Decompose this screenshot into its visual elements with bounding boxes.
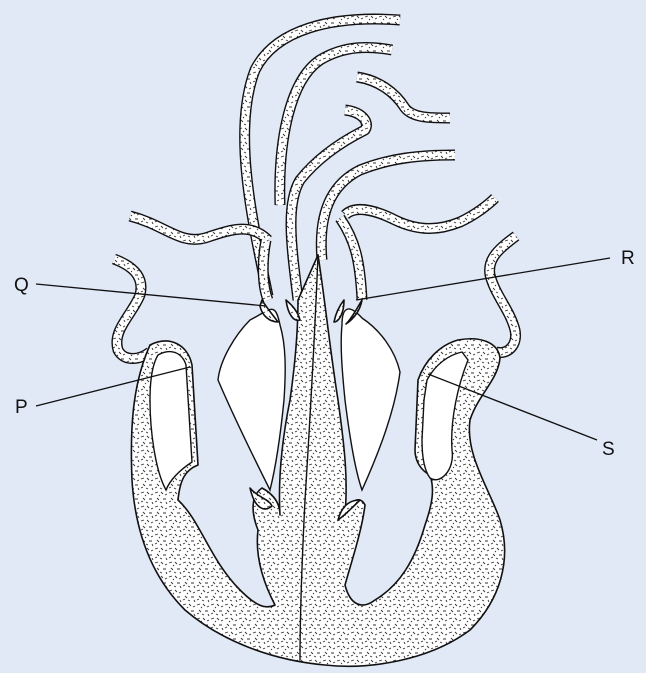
leader-q bbox=[36, 284, 266, 306]
label-s: S bbox=[602, 439, 615, 460]
label-q: Q bbox=[14, 275, 29, 296]
left-ventricle bbox=[218, 309, 285, 490]
leader-r bbox=[356, 258, 610, 300]
heart-myocardium bbox=[131, 255, 504, 666]
label-r: R bbox=[621, 248, 635, 269]
right-ventricle bbox=[341, 309, 400, 490]
label-p: P bbox=[15, 397, 28, 418]
